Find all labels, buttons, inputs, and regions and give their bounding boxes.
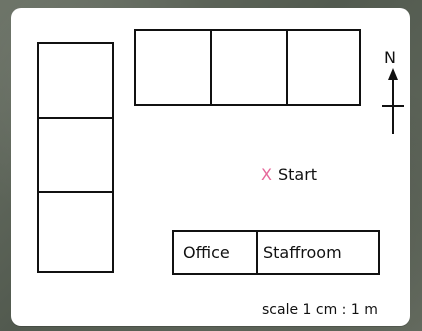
staffroom-label: Staffroom [263,243,342,262]
start-label: Start [277,165,318,184]
north-label: N [384,48,396,67]
floor-plan-sheet: Office Staffroom X Start N scale 1 cm : 1… [11,8,410,326]
left-room-stack [37,42,114,273]
office-staffroom-divider [256,232,258,273]
left-stack-divider-1 [39,117,112,119]
office-label: Office [183,243,230,262]
map-scale: scale 1 cm : 1 m [262,302,378,318]
start-x-mark: X [261,165,272,184]
north-arrow-graphic-icon [382,68,404,134]
start-marker: X Start [261,165,317,184]
top-row-divider-1 [210,31,212,104]
office-staffroom-block [172,230,380,275]
top-room-row [134,29,361,106]
left-stack-divider-2 [39,191,112,193]
north-arrow-icon: N [381,48,405,136]
top-row-divider-2 [286,31,288,104]
